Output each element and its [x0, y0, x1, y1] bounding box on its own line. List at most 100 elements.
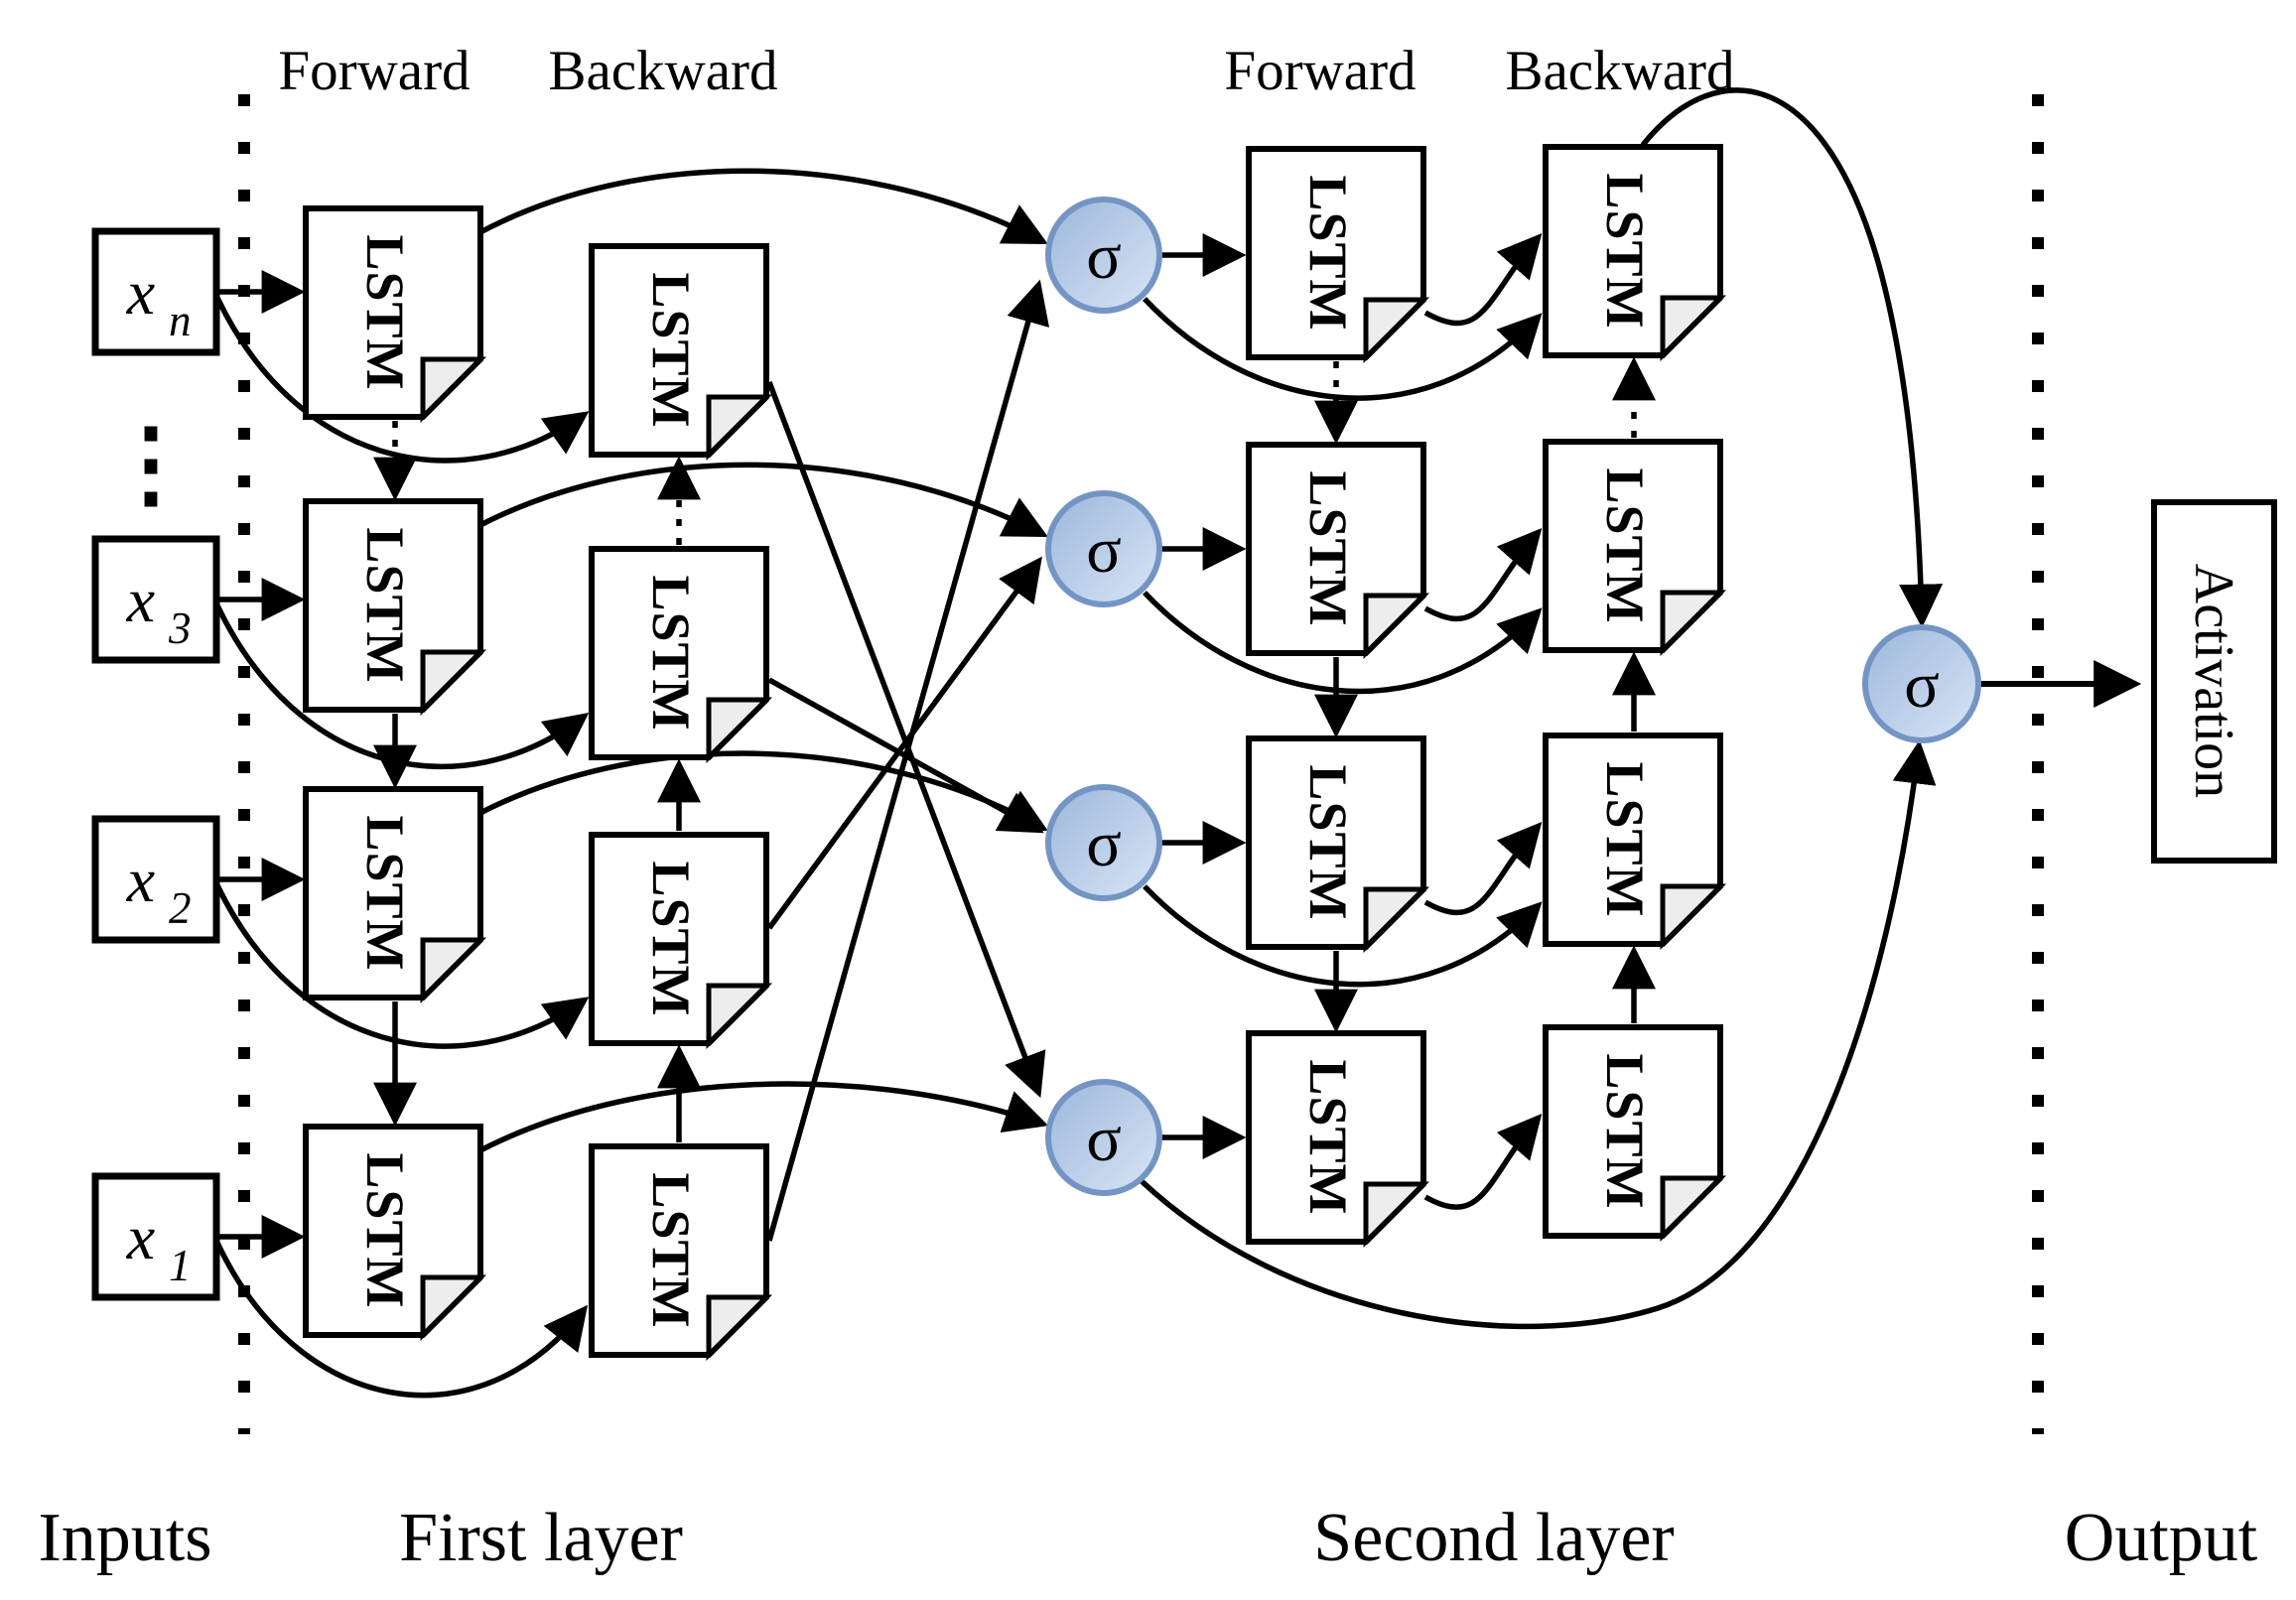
input-box [91, 227, 220, 356]
activation-label: Activation [2183, 564, 2244, 798]
arc-forward1-to-sigma2 [476, 462, 1048, 538]
input-node-xn: x n [91, 227, 220, 356]
first-layer-forward-column: LSTM LSTM LSTM LSTM [306, 208, 480, 1335]
activation-box [2151, 499, 2277, 864]
arc-forward1-to-sigma4 [476, 1081, 1049, 1154]
lstm-node-backward1-row3: LSTM [592, 835, 766, 1043]
activation-node: Activation [2151, 499, 2277, 864]
sigma-node-row2: σ [1045, 490, 1162, 607]
input-node-x3: x 3 [91, 535, 220, 664]
arrow-forward2-to-backward2-row4 [1423, 1114, 1543, 1210]
lstm-node-backward2-row3: LSTM [1546, 735, 1720, 944]
sigma-label: σ [1086, 220, 1122, 293]
lstm-node-label: LSTM [355, 234, 415, 390]
arc-backward2-top-to-output-sigma [1640, 87, 1944, 628]
section-label-inputs: Inputs [39, 1500, 212, 1576]
second-layer-forward-column: LSTM LSTM LSTM LSTM [1249, 149, 1423, 1242]
arc-bottom-to-output-sigma [1140, 739, 1937, 1330]
lstm-node-label: LSTM [1595, 173, 1655, 329]
arrow-forward2-to-backward2-row3 [1423, 822, 1543, 916]
sigma-label: σ [1086, 514, 1122, 587]
sigma-node-row1: σ [1045, 197, 1162, 314]
sigma-label: σ [1086, 1103, 1122, 1175]
sigma-circle [1862, 624, 1981, 743]
input-box [91, 535, 220, 664]
second-layer-backward-heading: Backward [1505, 40, 1734, 102]
lstm-node-forward1-row1: LSTM [306, 208, 480, 417]
input-label-base: x [126, 845, 155, 915]
input-ellipsis-dots: ⋮ [103, 411, 199, 517]
sigma-label: σ [1904, 649, 1940, 722]
input-label-subscript: 1 [169, 1241, 192, 1290]
sigma-circle [1045, 197, 1162, 314]
sigma-circle [1045, 490, 1162, 607]
lstm-node-backward2-row4: LSTM [1546, 1027, 1720, 1236]
input-label-subscript: 3 [168, 603, 192, 653]
input-label-base: x [126, 1202, 155, 1272]
first-layer-backward-heading: Backward [548, 40, 777, 102]
arrow-xn-to-backward1 [214, 296, 590, 464]
lstm-node-label: LSTM [641, 272, 701, 428]
arc-forward1-to-sigma1 [476, 168, 1048, 245]
line-backward1-row4-to-sigma1 [766, 279, 1050, 1242]
lstm-node-label: LSTM [1298, 764, 1358, 920]
arrow-x1-to-backward1 [214, 1241, 589, 1399]
lstm-node-label: LSTM [641, 861, 701, 1016]
input-nodes: x n ⋮ x 3 x 2 x 1 [91, 227, 220, 1301]
arrow-forward2-to-backward2-row1 [1423, 233, 1543, 327]
lstm-node-forward2-row1: LSTM [1249, 149, 1423, 357]
lstm-node-label: LSTM [1595, 761, 1655, 917]
lstm-node-label: LSTM [1595, 1053, 1655, 1209]
lstm-node-backward2-row2: LSTM [1546, 442, 1720, 650]
second-layer-backward-column: LSTM LSTM LSTM LSTM [1546, 147, 1720, 1236]
lstm-node-label: LSTM [1298, 470, 1358, 626]
lstm-node-label: LSTM [355, 815, 415, 971]
lstm-node-backward1-row1: LSTM [592, 246, 766, 455]
sigma-node-row3: σ [1045, 784, 1162, 901]
lstm-node-label: LSTM [1298, 1059, 1358, 1215]
input-node-x1: x 1 [91, 1172, 220, 1301]
second-layer-forward-heading: Forward [1224, 40, 1416, 102]
lstm-node-label: LSTM [641, 575, 701, 731]
lstm-node-label: LSTM [1298, 175, 1358, 331]
lstm-node-backward1-row2: LSTM [592, 549, 766, 757]
section-label-first-layer: First layer [399, 1500, 683, 1576]
lstm-node-label: LSTM [355, 527, 415, 683]
sigma-label: σ [1086, 808, 1122, 880]
lstm-node-forward1-row4: LSTM [306, 1127, 480, 1335]
arrow-sigma1-to-backward2 [1142, 297, 1543, 401]
input-label-base: x [126, 257, 155, 328]
input-label-subscript: n [169, 296, 192, 345]
lstm-node-forward1-row2: LSTM [306, 501, 480, 710]
first-layer-backward-column: LSTM LSTM LSTM LSTM [592, 246, 766, 1355]
lstm-node-forward1-row3: LSTM [306, 789, 480, 998]
arc-forward1-to-sigma3 [476, 750, 1048, 832]
connection-arrows [214, 87, 2142, 1399]
lstm-node-label: LSTM [641, 1172, 701, 1328]
line-backward1-row3-to-sigma2 [766, 556, 1042, 930]
input-node-x2: x 2 [91, 815, 220, 944]
sigma-nodes: σ σ σ σ [1045, 197, 1162, 1196]
input-label-base: x [126, 565, 155, 635]
output-sigma-node: σ [1862, 624, 1981, 743]
input-box [91, 1172, 220, 1301]
input-label-subscript: 2 [169, 883, 192, 933]
lstm-node-forward2-row2: LSTM [1249, 445, 1423, 653]
arrow-x2-to-backward1 [214, 883, 590, 1049]
section-label-second-layer: Second layer [1313, 1500, 1674, 1576]
first-layer-forward-heading: Forward [278, 40, 470, 102]
input-box [91, 815, 220, 944]
sigma-circle [1045, 1079, 1162, 1196]
lstm-node-forward2-row3: LSTM [1249, 738, 1423, 947]
lstm-node-backward1-row4: LSTM [592, 1146, 766, 1355]
lstm-node-forward2-row4: LSTM [1249, 1033, 1423, 1242]
arrow-forward2-to-backward2-row2 [1423, 528, 1543, 622]
lstm-node-label: LSTM [1595, 467, 1655, 623]
section-label-output: Output [2065, 1500, 2258, 1576]
lstm-node-label: LSTM [355, 1152, 415, 1308]
line-backward1-row1-to-sigma4 [766, 381, 1046, 1099]
lstm-node-backward2-row1: LSTM [1546, 147, 1720, 355]
sigma-node-row4: σ [1045, 1079, 1162, 1196]
